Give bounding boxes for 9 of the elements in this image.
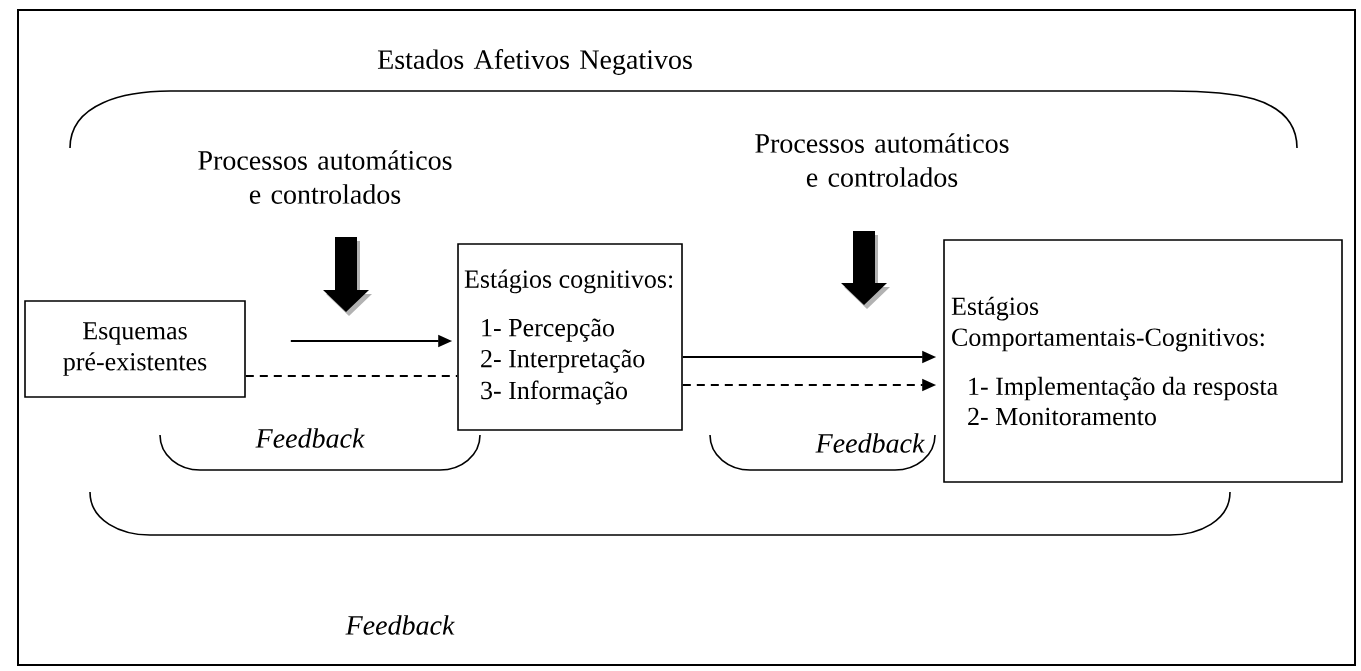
heading: Estados Afetivos Negativos <box>377 49 692 75</box>
process-box: Esquemas pré-existentes <box>24 300 246 398</box>
process-box: Estágios Comportamentais-Cognitivos: 1- Implementação da resposta 2- Monitoramento <box>943 239 1343 483</box>
feedback-label: Feedback <box>255 428 365 448</box>
connector-line <box>244 375 459 377</box>
feedback-label: Feedback <box>345 615 455 635</box>
process-box: Estágios cognitivos: 1- Percepção 2- Interpretação 3- Informação <box>457 243 683 431</box>
process-label: Processos automáticos e controlados <box>755 133 1009 187</box>
process-label: Processos automáticos e controlados <box>198 150 452 204</box>
